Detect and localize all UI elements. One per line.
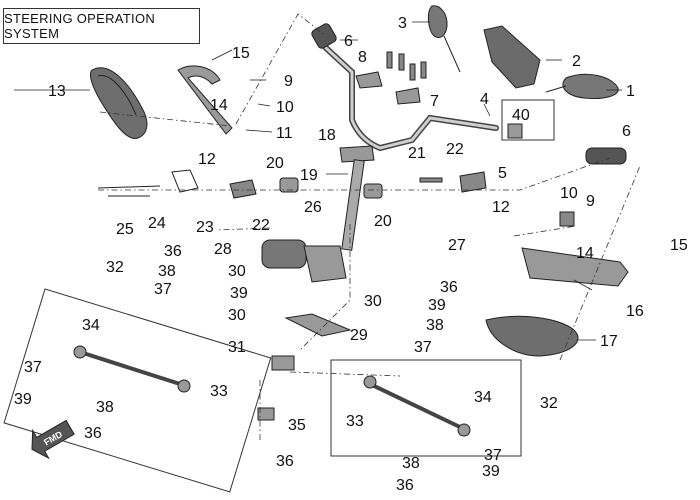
callout-33-left: 33 xyxy=(210,383,228,400)
right-handguard-bracket-part xyxy=(521,247,629,287)
callout-27: 27 xyxy=(448,237,466,254)
callout-14-right: 14 xyxy=(576,245,594,262)
callout-20-left: 20 xyxy=(266,155,284,172)
callout-15-right: 15 xyxy=(670,237,688,254)
callout-1: 1 xyxy=(626,83,635,100)
left-holder-part xyxy=(229,179,257,199)
callout-35: 35 xyxy=(288,417,306,434)
callout-21: 21 xyxy=(408,145,426,162)
callout-12-left: 12 xyxy=(198,151,216,168)
upper-bushing-part xyxy=(279,177,299,193)
callout-18: 18 xyxy=(318,127,336,144)
callout-6-left-grip: 6 xyxy=(344,33,353,50)
callout-31: 31 xyxy=(228,339,246,356)
callout-36-right-lower: 36 xyxy=(396,477,414,494)
callout-32-left: 32 xyxy=(106,259,124,276)
steering-column-part xyxy=(339,145,375,251)
callout-36-right-upper: 36 xyxy=(440,279,458,296)
callout-37-right-lower: 37 xyxy=(484,447,502,464)
callout-25: 25 xyxy=(116,221,134,238)
callout-9-upper: 9 xyxy=(284,73,293,90)
callout-6-right-grip: 6 xyxy=(622,123,631,140)
callout-4: 4 xyxy=(480,91,489,108)
callout-38-left-upper: 38 xyxy=(158,263,176,280)
callout-14-left: 14 xyxy=(210,97,228,114)
callout-8: 8 xyxy=(358,49,367,66)
callout-30-right: 30 xyxy=(364,293,382,310)
right-holder-part xyxy=(459,171,487,193)
handlebar-cover-part xyxy=(483,25,541,89)
throttle-part xyxy=(507,123,523,139)
callout-22-left: 22 xyxy=(252,217,270,234)
callout-30-upper: 30 xyxy=(228,263,246,280)
handguard-bracket-part xyxy=(177,65,233,135)
callout-13: 13 xyxy=(48,83,66,100)
right-mirror-part xyxy=(562,73,619,99)
callout-30-lower: 30 xyxy=(228,307,246,324)
right-handguard-part xyxy=(485,315,579,357)
callout-22-right: 22 xyxy=(446,141,464,158)
right-tie-rod-box xyxy=(330,359,522,457)
callout-5: 5 xyxy=(498,165,507,182)
eps-motor-part xyxy=(261,239,347,283)
callout-34-left: 34 xyxy=(82,317,100,334)
callout-33-right: 33 xyxy=(346,413,364,430)
callout-38-left-lower: 38 xyxy=(96,399,114,416)
callout-19: 19 xyxy=(300,167,318,184)
left-mirror-part xyxy=(427,5,448,39)
callout-17: 17 xyxy=(600,333,618,350)
callout-12-right: 12 xyxy=(492,199,510,216)
callout-15-left: 15 xyxy=(232,45,250,62)
callout-16: 16 xyxy=(626,303,644,320)
callout-39-left-upper: 39 xyxy=(230,285,248,302)
callout-10-right: 10 xyxy=(560,185,578,202)
callout-2: 2 xyxy=(572,53,581,70)
callout-26: 26 xyxy=(304,199,322,216)
callout-11: 11 xyxy=(276,125,293,142)
callout-3: 3 xyxy=(398,15,407,32)
callout-29: 29 xyxy=(350,327,368,344)
callout-38-right-lower: 38 xyxy=(402,455,420,472)
callout-10-upper: 10 xyxy=(276,99,294,116)
callout-28: 28 xyxy=(214,241,232,258)
left-tie-rod-box xyxy=(3,288,272,493)
title-box: STEERING OPERATION SYSTEM xyxy=(3,8,200,44)
callout-40: 40 xyxy=(512,107,530,124)
forward-direction-badge: FMD xyxy=(31,419,75,460)
page-title: STEERING OPERATION SYSTEM xyxy=(4,11,156,41)
callout-36-center: 36 xyxy=(276,453,294,470)
bracket-part xyxy=(171,169,199,193)
callout-36-left-lower: 36 xyxy=(84,425,102,442)
left-grip-part xyxy=(311,23,337,49)
right-tie-rod-part xyxy=(363,375,471,437)
callout-37-left-lower: 37 xyxy=(24,359,42,376)
callout-39-right-lower: 39 xyxy=(482,463,500,480)
handlebar-clamp-part xyxy=(355,71,383,89)
callout-37-left-upper: 37 xyxy=(154,281,172,298)
callout-39-left-lower: 39 xyxy=(14,391,32,408)
callout-36-left-upper: 36 xyxy=(164,243,182,260)
callout-7: 7 xyxy=(430,93,439,110)
callout-23: 23 xyxy=(196,219,214,236)
lower-bushing-part xyxy=(363,183,383,199)
callout-34-right: 34 xyxy=(474,389,492,406)
callout-37-right-upper: 37 xyxy=(414,339,432,356)
clamp-bolts-part xyxy=(386,51,427,81)
mounting-plate-part xyxy=(284,313,352,337)
left-tie-rod-part xyxy=(73,345,191,393)
callout-39-right-upper: 39 xyxy=(428,297,446,314)
callout-38-right-upper: 38 xyxy=(426,317,444,334)
callout-9-right: 9 xyxy=(586,193,595,210)
throttle-box xyxy=(501,99,555,141)
callout-20-right: 20 xyxy=(374,213,392,230)
callout-24: 24 xyxy=(148,215,166,232)
callout-32-right: 32 xyxy=(540,395,558,412)
right-grip-part xyxy=(585,147,627,165)
left-handguard-part xyxy=(89,67,148,139)
